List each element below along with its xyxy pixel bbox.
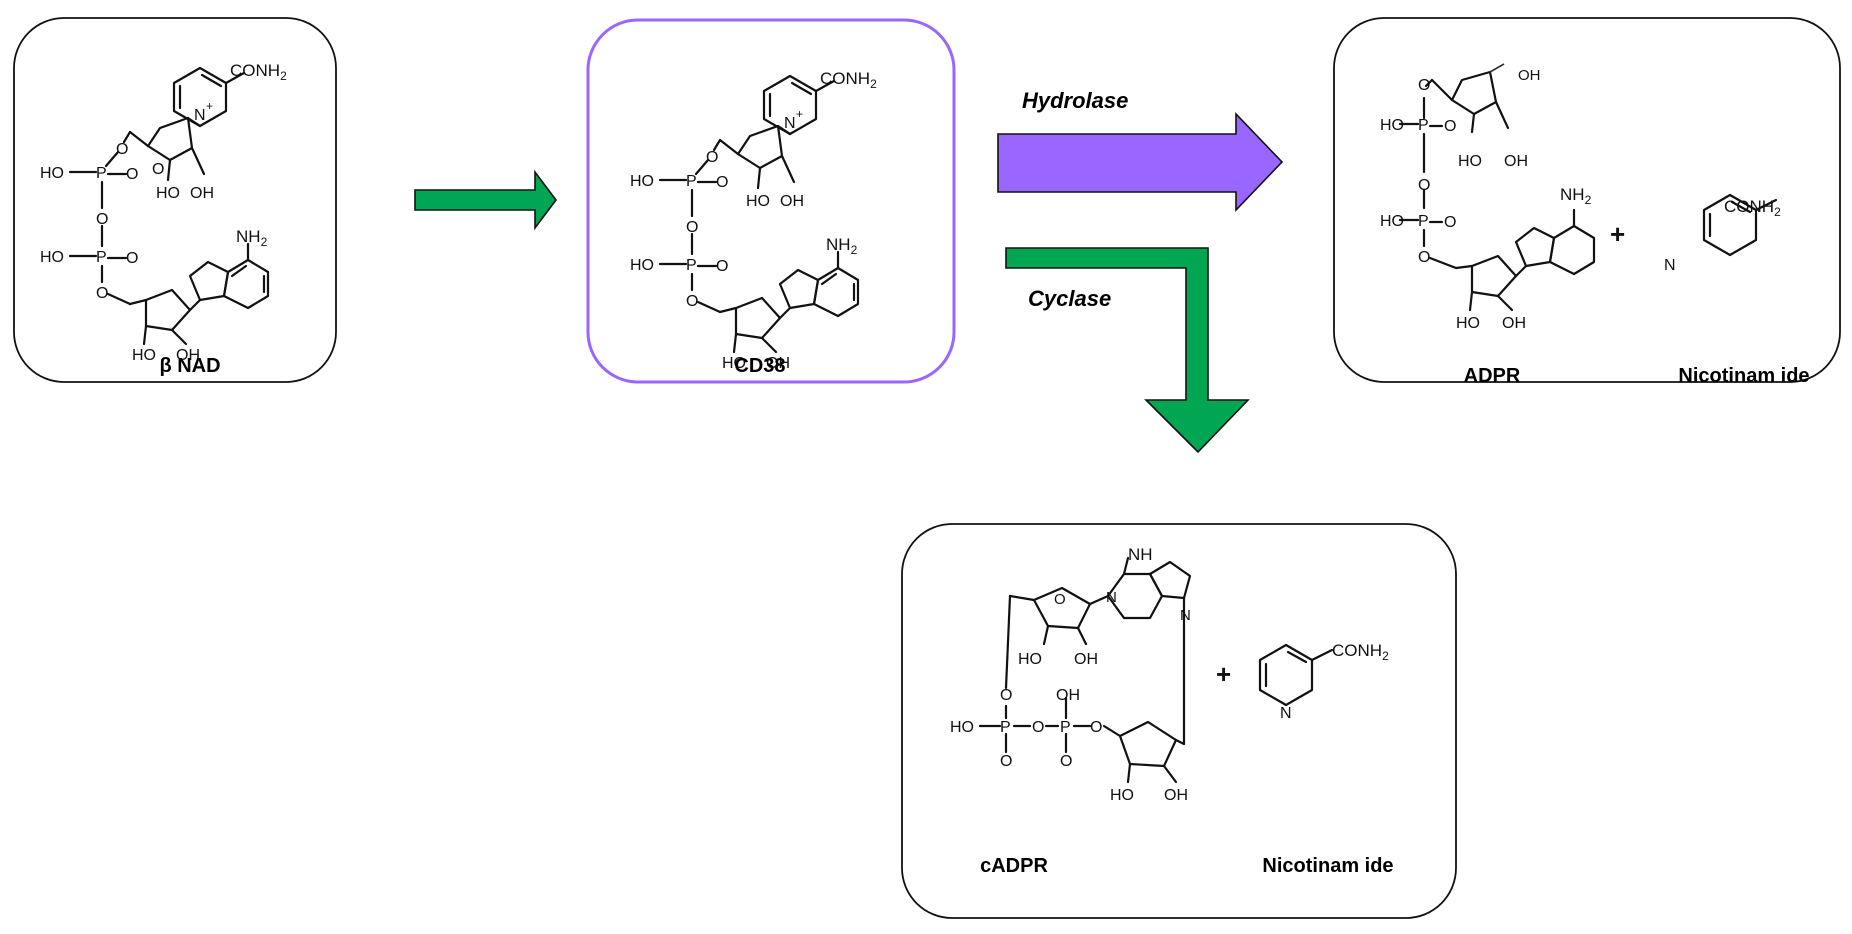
adpr-o-1: O: [1444, 118, 1456, 135]
nad-structure: CONH2 N + O O HO P O HO OH O HO P O O NH…: [40, 61, 287, 364]
p-1: P: [96, 165, 107, 182]
oh-r1: OH: [190, 185, 214, 202]
nad-box: [13, 17, 337, 383]
conh2-label: CONH2: [820, 69, 877, 91]
hydrolase-label: Hydrolase: [1022, 88, 1128, 113]
ring-o: O: [152, 161, 164, 178]
cadpr-ho-p: HO: [950, 719, 974, 736]
cadpr-ho-r2: HO: [1110, 787, 1134, 804]
p-1: P: [686, 173, 697, 190]
cadpr-p-2: P: [1060, 719, 1071, 736]
cadpr-n2: N: [1180, 607, 1191, 624]
oh-r1: OH: [780, 193, 804, 210]
ho-r2: HO: [722, 355, 746, 372]
nad-label: β NAD: [159, 355, 220, 377]
cadpr-oh-r1: OH: [1074, 651, 1098, 668]
o-2: O: [126, 250, 138, 267]
adpr-atoms: O OH HO P O HO OH O HO P O O NH2 HO OH +…: [1380, 67, 1781, 332]
adpr-p-1: P: [1418, 117, 1429, 134]
cadpr-nic-n: N: [1280, 705, 1292, 722]
cadpr-plus: +: [1216, 659, 1231, 689]
cadpr-n1: N: [1106, 589, 1117, 606]
p-2: P: [686, 257, 697, 274]
adpr-o-2: O: [1444, 214, 1456, 231]
o-1: O: [126, 166, 138, 183]
adpr-plus: +: [1610, 219, 1625, 249]
cadpr-ho-r1: HO: [1018, 651, 1042, 668]
cadpr-p-1: P: [1000, 719, 1011, 736]
cadpr-oh-p: OH: [1056, 687, 1080, 704]
nh2-label: NH2: [236, 227, 268, 249]
ester-o: O: [706, 149, 718, 166]
nh2-label: NH2: [826, 235, 858, 257]
green-arrow-right: [414, 169, 557, 231]
adpr-oh-anomer: OH: [1518, 67, 1541, 84]
bridge-o: O: [96, 211, 108, 228]
adpr-nic-conh2: CONH2: [1724, 197, 1781, 219]
oh-r2: OH: [176, 347, 200, 364]
hydrolase-arrow: [997, 112, 1284, 212]
cyclase-arrow: [1005, 247, 1250, 454]
cadpr-structure: [978, 556, 1334, 784]
cadpr-nicotinamide-label: Nicotinam ide: [1262, 855, 1393, 877]
cadpr-o-2: O: [1060, 753, 1072, 770]
ester-o-2: O: [686, 293, 698, 310]
adpr-nh2: NH2: [1560, 185, 1592, 207]
adpr-ho-r1: HO: [1458, 153, 1482, 170]
adpr-ho-2: HO: [1380, 213, 1404, 230]
n-plus: +: [206, 99, 213, 113]
cadpr-o-ester: O: [1090, 719, 1102, 736]
o-1: O: [716, 174, 728, 191]
o-2: O: [716, 258, 728, 275]
cyclase-label: Cyclase: [1028, 286, 1111, 311]
cd38-box: [586, 18, 956, 384]
adpr-label: ADPR: [1464, 365, 1521, 387]
ester-o: O: [116, 141, 128, 158]
ho-r2: HO: [132, 347, 156, 364]
ho-r1: HO: [156, 185, 180, 202]
ho-r1: HO: [746, 193, 770, 210]
cadpr-oh-r2: OH: [1164, 787, 1188, 804]
ho-1: HO: [630, 173, 654, 190]
conh2-label: CONH2: [230, 61, 287, 83]
cadpr-atoms: NH O N N HO OH O OH HO P O P O O O HO OH…: [950, 545, 1389, 804]
cadpr-nic-conh2: CONH2: [1332, 641, 1389, 663]
cadpr-ring-o: O: [1054, 591, 1066, 608]
cd38-label: CD38: [734, 355, 785, 377]
adpr-structure: [1398, 63, 1778, 312]
adpr-box: [1333, 17, 1841, 383]
adpr-o-top: O: [1418, 77, 1430, 94]
adpr-p-2: P: [1418, 213, 1429, 230]
adpr-ho-1: HO: [1380, 117, 1404, 134]
cadpr-label: cADPR: [980, 855, 1048, 877]
ho-2: HO: [40, 249, 64, 266]
cd38-structure: CONH2 N + O HO P O HO OH O HO P O O NH2 …: [630, 69, 877, 372]
cadpr-o-up: O: [1000, 687, 1012, 704]
ho-2: HO: [630, 257, 654, 274]
cadpr-box: [901, 523, 1457, 919]
p-2: P: [96, 249, 107, 266]
bridge-o: O: [686, 219, 698, 236]
adpr-nicotinamide-label: Nicotinam ide: [1678, 365, 1809, 387]
pyridinium-n: N: [194, 107, 206, 124]
adpr-ho-r2: HO: [1456, 315, 1480, 332]
cadpr-nh: NH: [1128, 545, 1153, 564]
adpr-nic-n: N: [1664, 257, 1676, 274]
pyridinium-n: N: [784, 115, 796, 132]
cadpr-o-1: O: [1000, 753, 1012, 770]
ester-o-2: O: [96, 285, 108, 302]
adpr-oh-r2: OH: [1502, 315, 1526, 332]
adpr-bridge-o: O: [1418, 177, 1430, 194]
oh-r2: OH: [766, 355, 790, 372]
ho-1: HO: [40, 165, 64, 182]
adpr-o-3: O: [1418, 249, 1430, 266]
n-plus: +: [796, 107, 803, 121]
cadpr-o-bridge: O: [1032, 719, 1044, 736]
adpr-oh-r1: OH: [1504, 153, 1528, 170]
